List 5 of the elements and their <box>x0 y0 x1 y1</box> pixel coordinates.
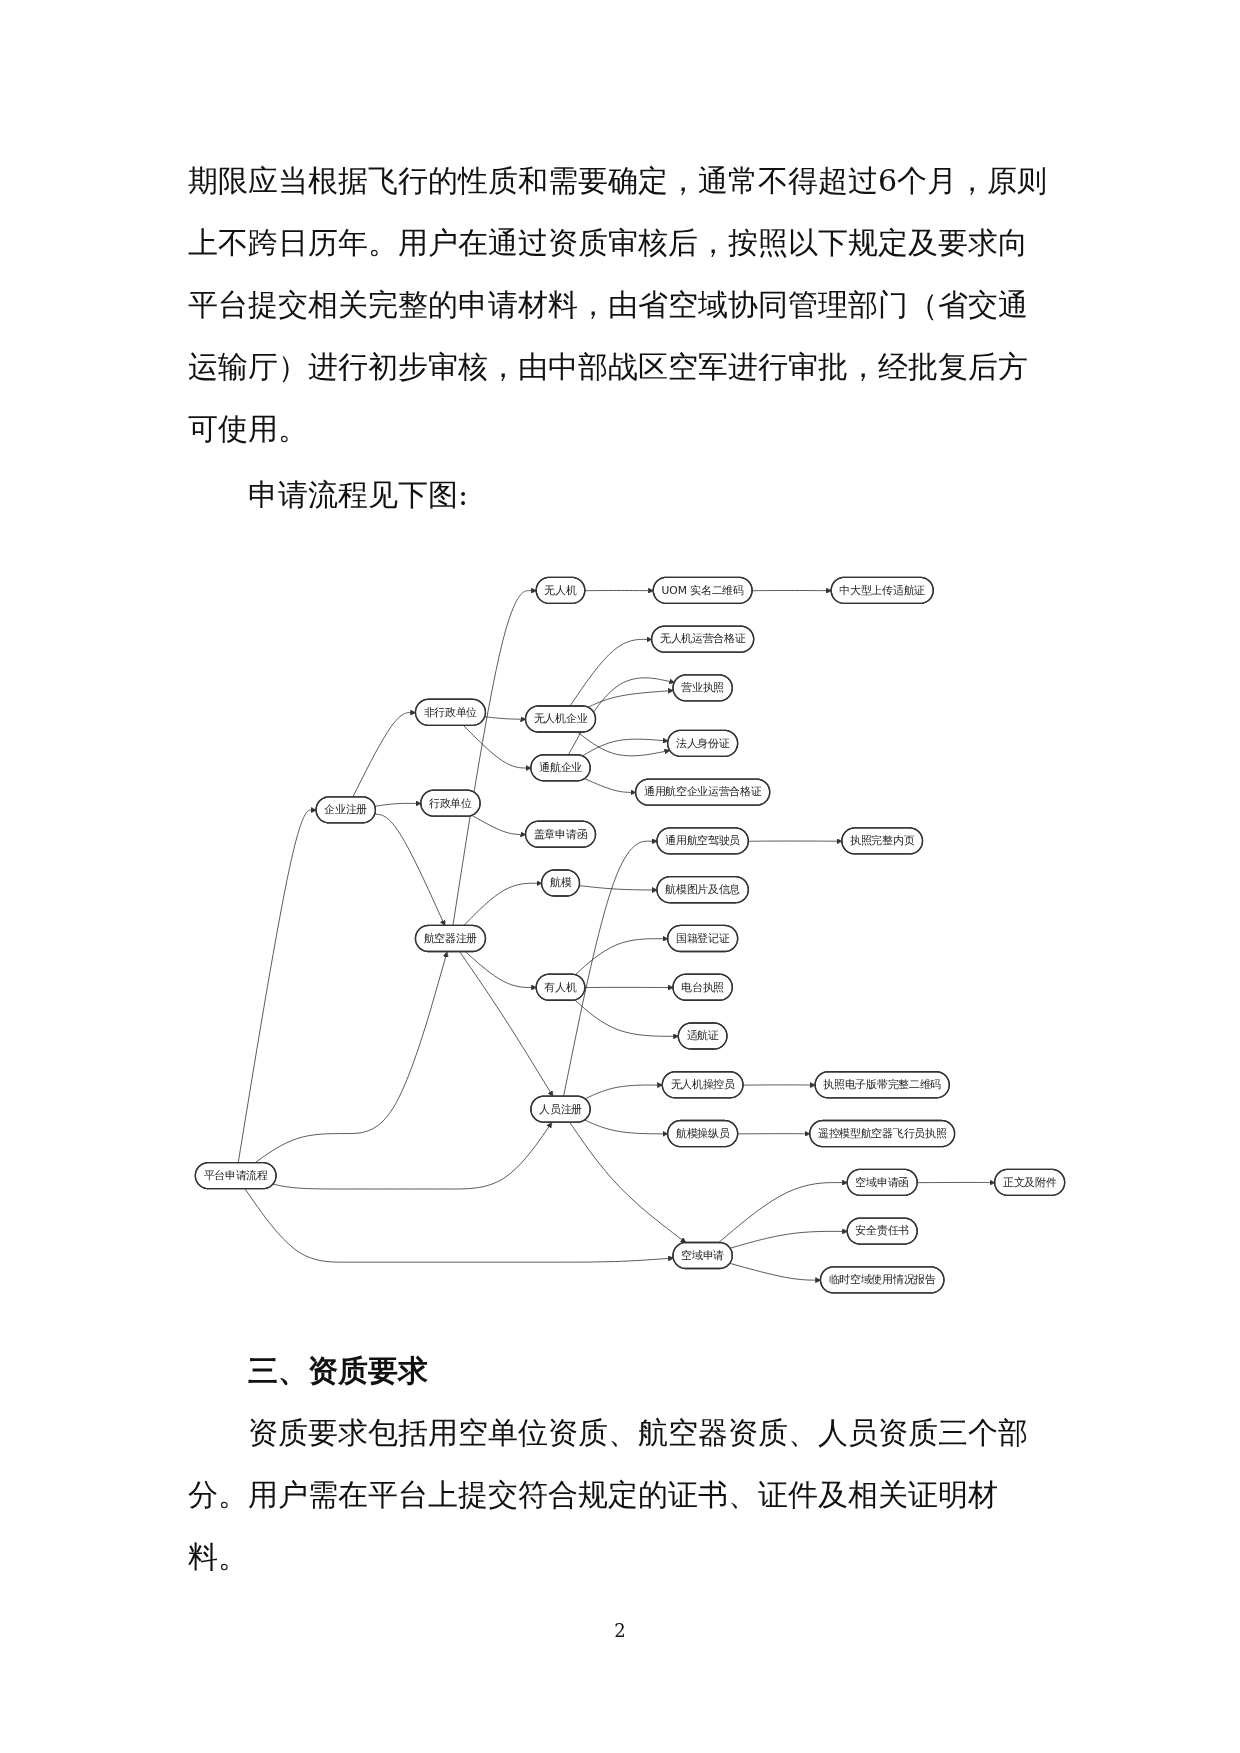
page-number: 2 <box>613 1619 627 1643</box>
body-paragraph: 资质要求包括用空单位资质、航空器资质、人员资质三个部分。用户需在平台上提交符合规定的证书、证件及相关证明材料。 <box>188 1414 1029 1576</box>
body-paragraph: 期限应当根据飞行的性质和需要确定，通常不得超过6个月，原则上不跨日历年。用户在通过资质审核后，按照以下规定及要求向平台提交相关完整的申请材料，由省空域协同管理部门（省交通运输厅）进行初步审核，由中部战区空军进行审批，经批复后方可使用。 <box>188 162 1049 448</box>
body-paragraph: 申请流程见下图: <box>247 476 470 514</box>
section-heading: 三、资质要求 <box>247 1352 429 1390</box>
